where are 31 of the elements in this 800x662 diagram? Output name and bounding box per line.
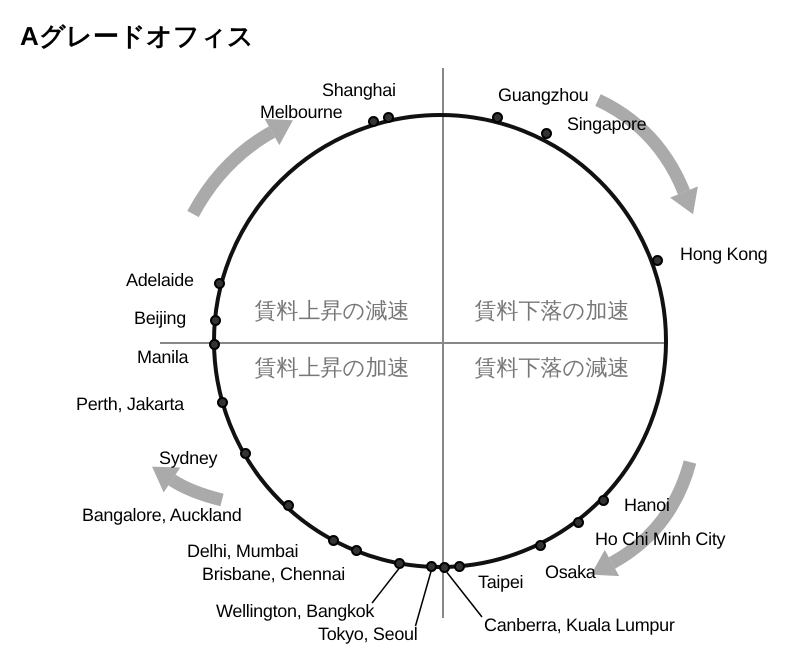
- quadrant-label: 賃料上昇の減速: [254, 298, 410, 324]
- leader-line: [446, 572, 483, 618]
- city-label: Singapore: [567, 114, 646, 134]
- city-label: Melbourne: [260, 102, 342, 122]
- title: Aグレードオフィス: [20, 20, 254, 52]
- city-label: Delhi, Mumbai: [187, 541, 298, 561]
- city-label: Bangalore, Auckland: [82, 505, 242, 525]
- city-dot: [426, 560, 436, 572]
- city-dot: [394, 558, 404, 568]
- leader-line: [414, 571, 432, 626]
- city-label: Sydney: [159, 448, 218, 468]
- city-label: Beijing: [134, 308, 186, 328]
- city-label: Shanghai: [322, 80, 396, 100]
- city-dot: [438, 562, 450, 572]
- city-label: Canberra, Kuala Lumpur: [484, 615, 675, 635]
- city-label: Tokyo, Seoul: [318, 624, 418, 644]
- city-label: Guangzhou: [498, 85, 588, 105]
- quadrant-label: 賃料下落の減速: [474, 355, 630, 381]
- city-label: Wellington, Bangkok: [216, 601, 374, 621]
- city-label: Hong Kong: [680, 244, 768, 264]
- city-label: Hanoi: [624, 495, 670, 515]
- city-label: Manila: [137, 347, 188, 367]
- city-label: Ho Chi Minh City: [595, 529, 726, 549]
- quadrant-label: 賃料上昇の加速: [254, 355, 410, 381]
- city-label: Perth, Jakarta: [76, 394, 184, 414]
- city-label: Brisbane, Chennai: [202, 564, 345, 584]
- city-label: Osaka: [545, 562, 596, 582]
- city-label: Taipei: [478, 572, 524, 592]
- quadrant-label: 賃料下落の加速: [474, 298, 630, 324]
- city-label: Adelaide: [126, 270, 194, 290]
- leader-line: [371, 568, 400, 604]
